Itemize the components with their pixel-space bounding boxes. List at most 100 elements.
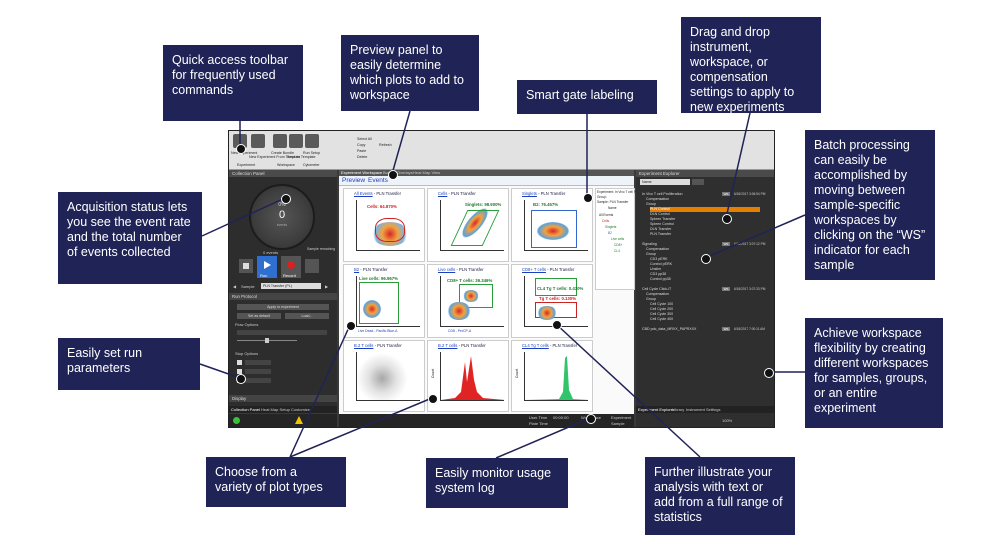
- tree-row[interactable]: Compensation: [646, 247, 670, 251]
- tree-row[interactable]: Control pp38: [650, 277, 671, 281]
- tree-row[interactable]: Compensation: [646, 197, 670, 201]
- tree-row[interactable]: Group: [646, 297, 656, 301]
- tree-row[interactable]: Spleen Transfer: [650, 217, 676, 221]
- gate-live-cells[interactable]: [359, 282, 399, 324]
- flow-slider-handle[interactable]: [265, 338, 269, 343]
- gate-cd8[interactable]: [459, 284, 493, 308]
- plot-cd8[interactable]: CD8+ T cells - PLN Transfer CL4 Tg T cel…: [511, 264, 593, 338]
- plot-singlets[interactable]: Singlets - PLN Transfer B2: 76.457%: [511, 188, 593, 262]
- explorer-search-button[interactable]: [692, 179, 704, 185]
- plot-histogram-red[interactable]: B.2 T cells - PLN Transfer Count: [427, 340, 509, 412]
- hierarchy-node[interactable]: CD8+: [614, 243, 623, 247]
- tree-row[interactable]: CD3 pp38: [650, 272, 667, 276]
- tree-row[interactable]: Cell Cycle 200: [650, 307, 674, 311]
- tab-instrument-settings[interactable]: Instrument Settings: [686, 407, 721, 412]
- tree-row[interactable]: PLN Transfer: [650, 232, 672, 236]
- plot-title: All Events - PLN Transfer: [354, 191, 402, 196]
- tab-library[interactable]: Library: [672, 407, 685, 412]
- ws-badge[interactable]: WS: [722, 327, 730, 331]
- tree-row[interactable]: Spleen Control: [650, 222, 674, 226]
- plot-live-cells[interactable]: Live cells - PLN Transfer CD8+ T cells: …: [427, 264, 509, 338]
- plot-histogram-green[interactable]: CL4 Tg T cells - PLN Transfer Count: [511, 340, 593, 412]
- gate-b2[interactable]: [531, 210, 577, 248]
- gate-cl4[interactable]: [535, 278, 577, 296]
- tab-collection-panel[interactable]: Collection Panel: [231, 407, 260, 412]
- gate-tg[interactable]: [535, 302, 577, 318]
- x-axis-label[interactable]: Live Dead - Pacific Blue-A: [358, 329, 398, 333]
- ws-badge[interactable]: WS: [722, 192, 730, 196]
- tab-heat-map-view[interactable]: Heat Map View: [413, 170, 441, 175]
- refresh-button[interactable]: Refresh: [379, 143, 392, 147]
- ws-badge[interactable]: WS: [722, 242, 730, 246]
- hierarchy-node[interactable]: CL4: [614, 249, 620, 253]
- tree-row[interactable]: Group: [646, 202, 656, 206]
- tab-overlays[interactable]: Overlays: [397, 170, 413, 175]
- next-sample-icon[interactable]: ▶: [325, 284, 329, 289]
- tab-experiment-explorer[interactable]: Experiment Explorer: [638, 407, 675, 412]
- tree-row[interactable]: DLN Control: [650, 212, 670, 216]
- tree-row[interactable]: DLN Transfer: [650, 227, 672, 231]
- new-from-template-icon[interactable]: [251, 134, 265, 148]
- display-header[interactable]: Display: [229, 395, 337, 402]
- run-setup-icon[interactable]: [305, 134, 319, 148]
- flow-rate-field[interactable]: [237, 330, 327, 335]
- stop-field-3[interactable]: [245, 378, 271, 383]
- stop-field-2[interactable]: [245, 369, 271, 374]
- plot-dot[interactable]: B.2 T cells - PLN Transfer: [343, 340, 425, 412]
- sample-select[interactable]: PLN Transfer (PL): [261, 283, 321, 289]
- plot-b2[interactable]: B2 - PLN Transfer Live cells: 96.967% Li…: [343, 264, 425, 338]
- run-protocol-header[interactable]: Run Protocol: [229, 293, 337, 300]
- events-tab-label[interactable]: Events: [368, 177, 388, 184]
- clean-button[interactable]: [305, 259, 319, 273]
- tree-row[interactable]: In Vivo T cell Proliferation: [642, 192, 683, 196]
- paste-button[interactable]: Paste: [357, 149, 367, 153]
- stop-button[interactable]: [239, 259, 253, 273]
- prev-sample-icon[interactable]: ◀: [233, 284, 237, 289]
- tree-row[interactable]: CD3 pERK: [650, 257, 668, 261]
- set-default-button[interactable]: Set as default: [237, 313, 281, 319]
- hierarchy-node[interactable]: B2: [608, 231, 612, 235]
- save-template-icon[interactable]: [289, 134, 303, 148]
- hierarchy-node[interactable]: Live cells: [611, 237, 625, 241]
- tree-row[interactable]: Cell Cycle 300: [650, 312, 674, 316]
- connector-dot: [583, 193, 593, 203]
- record-button[interactable]: [281, 256, 301, 278]
- ribbon-group-label: Workspace: [277, 163, 295, 167]
- copy-button[interactable]: Copy: [357, 143, 366, 147]
- tree-row[interactable]: Compensation: [646, 292, 670, 296]
- explorer-dropdown[interactable]: Name: [640, 179, 690, 185]
- preview-label[interactable]: Preview: [342, 177, 366, 184]
- create-bundle-icon[interactable]: [273, 134, 287, 148]
- tree-row[interactable]: Cell Cycle 400: [650, 317, 674, 321]
- panel-title: Experiment Explorer: [636, 170, 774, 177]
- tree-row[interactable]: CBD pdc_data_MRVX_PAPRXXX: [642, 327, 697, 331]
- stop-checkbox-1[interactable]: [237, 360, 242, 365]
- tree-row[interactable]: Signaling: [642, 242, 657, 246]
- hierarchy-node[interactable]: Cells: [602, 219, 610, 223]
- apply-to-experiment-button[interactable]: Apply to experiment: [237, 304, 329, 310]
- tree-row[interactable]: Cell Cycle Click-iT: [642, 287, 672, 291]
- tab-customize[interactable]: Customize: [291, 407, 310, 412]
- ws-badge[interactable]: WS: [722, 287, 730, 291]
- gate-cells[interactable]: [375, 218, 405, 242]
- stop-field-1[interactable]: [245, 360, 271, 365]
- hierarchy-node[interactable]: Singlets: [605, 225, 617, 229]
- hierarchy-node[interactable]: All Events: [599, 213, 614, 217]
- stop-checkbox-2[interactable]: [237, 369, 242, 374]
- zoom-level[interactable]: 100%: [722, 418, 733, 423]
- tab-heat-map-setup[interactable]: Heat Map Setup: [261, 407, 290, 412]
- tab-experiment-workspace[interactable]: Experiment Workspace: [341, 170, 383, 175]
- plot-cells[interactable]: Cells - PLN Transfer Singlets: 98.900%: [427, 188, 509, 262]
- plot-all-events[interactable]: All Events - PLN Transfer Cells: 64.870%: [343, 188, 425, 262]
- tree-row-selected[interactable]: PLN Control: [650, 207, 760, 212]
- tree-row[interactable]: Group: [646, 252, 656, 256]
- tree-row[interactable]: Unstim: [650, 267, 662, 271]
- tree-row[interactable]: Control pERK: [650, 262, 672, 266]
- run-button[interactable]: [257, 256, 277, 278]
- warning-icon[interactable]: [295, 416, 303, 424]
- delete-button[interactable]: Delete: [357, 155, 368, 159]
- tree-row[interactable]: Cell Cycle 100: [650, 302, 674, 306]
- load-button[interactable]: Load...: [285, 313, 329, 319]
- select-all-button[interactable]: Select All: [357, 137, 372, 141]
- x-axis-label[interactable]: CD8 - PerCP-A: [448, 329, 472, 333]
